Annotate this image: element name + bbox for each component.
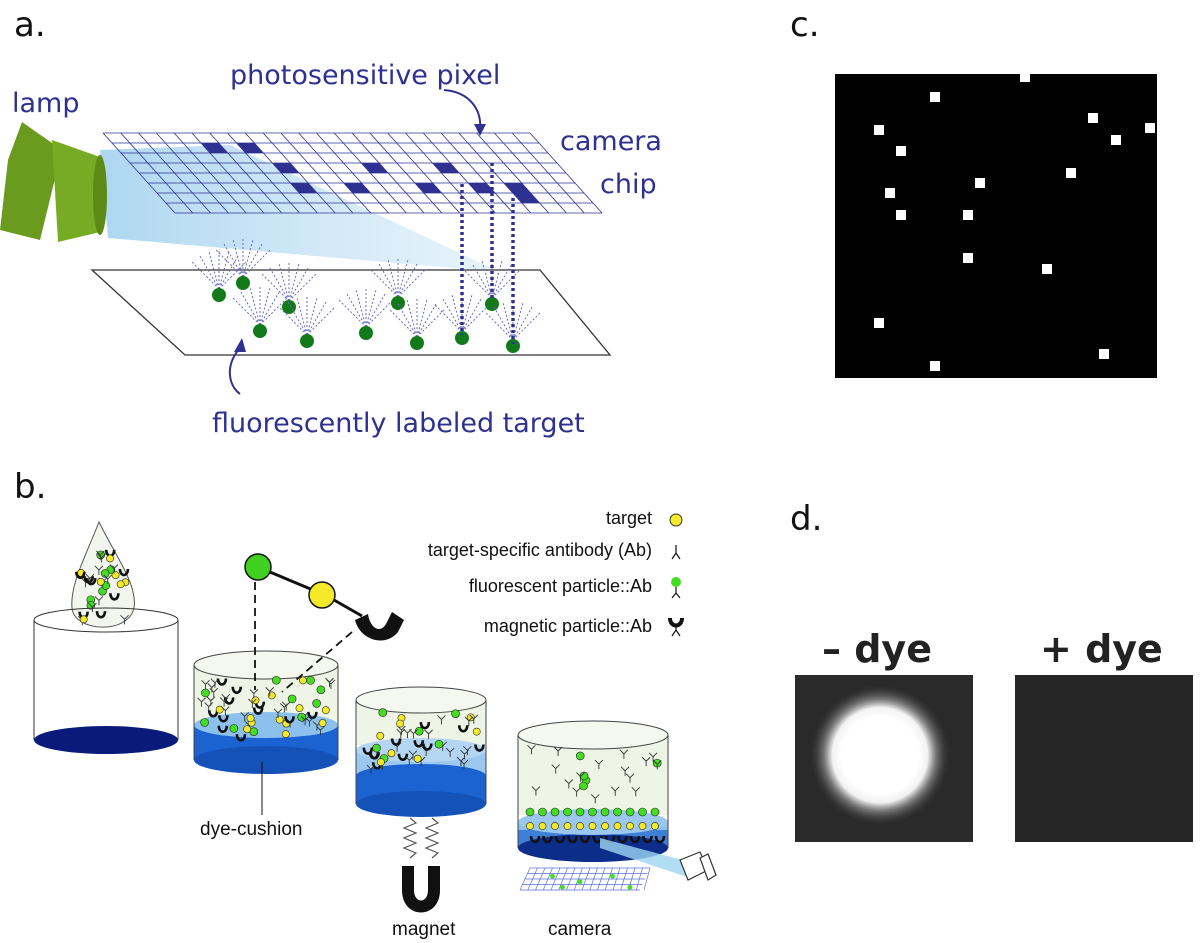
bright-pixel bbox=[963, 210, 973, 220]
bright-pixel bbox=[1088, 113, 1098, 123]
target-dot bbox=[300, 334, 314, 348]
lit-pixel bbox=[290, 183, 318, 193]
glow-spot bbox=[810, 685, 950, 825]
bright-pixels bbox=[874, 72, 1155, 371]
bright-pixel bbox=[975, 178, 985, 188]
bright-pixel bbox=[1111, 135, 1121, 145]
panel-d: d. – dye + dye bbox=[790, 499, 1193, 842]
bright-pixel bbox=[874, 125, 884, 135]
target-dot bbox=[455, 331, 469, 345]
lamp-label: lamp bbox=[12, 88, 80, 119]
lamp-icon bbox=[0, 122, 107, 242]
target-dot bbox=[359, 326, 373, 340]
bright-pixel bbox=[963, 253, 973, 263]
projection-lines bbox=[460, 163, 515, 344]
camera-icon bbox=[679, 851, 717, 881]
cylinder-dye-cushion bbox=[193, 650, 339, 774]
fluorescent-targets bbox=[191, 239, 541, 353]
panel-b-label: b. bbox=[14, 467, 46, 507]
panel-c-label: c. bbox=[790, 5, 820, 45]
panel-d-label: d. bbox=[790, 499, 822, 539]
camera-chip-label-2: chip bbox=[600, 169, 657, 200]
camera-chip-label-1: camera bbox=[560, 126, 662, 157]
bright-pixel bbox=[1145, 123, 1155, 133]
bright-pixel bbox=[896, 210, 906, 220]
bright-pixel bbox=[874, 318, 884, 328]
yellow-circle-icon bbox=[669, 513, 683, 527]
bright-pixel bbox=[930, 361, 940, 371]
panel-b: b. dye-cushion bbox=[14, 467, 717, 940]
pixel-label: photosensitive pixel bbox=[230, 60, 500, 91]
minus-dye-label: – dye bbox=[822, 627, 932, 671]
target-dot bbox=[506, 339, 520, 353]
camera-beam bbox=[600, 838, 690, 878]
pixel-arrowhead-icon bbox=[474, 124, 486, 136]
lit-pixel bbox=[512, 193, 540, 203]
camera-sensor-grid bbox=[519, 867, 651, 891]
green-particle-icon bbox=[671, 577, 681, 599]
bright-pixel bbox=[930, 92, 940, 102]
panel-a-label: a. bbox=[14, 5, 46, 45]
lit-pixel bbox=[200, 143, 228, 153]
lit-pixel bbox=[343, 183, 371, 193]
target-arrowhead-icon bbox=[234, 338, 246, 352]
target-arrow bbox=[228, 347, 241, 395]
dye-cushion-label: dye-cushion bbox=[200, 819, 302, 840]
target-dot bbox=[391, 296, 405, 310]
cylinder-camera bbox=[517, 720, 669, 862]
legend-label: magnetic particle::Ab bbox=[484, 616, 652, 636]
target-icon bbox=[308, 581, 336, 609]
lit-pixel bbox=[414, 183, 442, 193]
spring-icon bbox=[402, 817, 440, 859]
sample-droplet bbox=[71, 520, 135, 628]
lit-pixel bbox=[503, 183, 531, 193]
lit-pixel bbox=[468, 183, 496, 193]
panel-c: c. bbox=[790, 5, 1157, 378]
lit-pixel bbox=[236, 143, 264, 153]
cylinder-magnet bbox=[355, 686, 487, 817]
magnet-icon bbox=[402, 866, 440, 913]
target-label: fluorescently labeled target bbox=[212, 408, 585, 439]
bright-pixel bbox=[1099, 349, 1109, 359]
bright-pixel bbox=[1066, 168, 1076, 178]
target-dot bbox=[236, 276, 250, 290]
legend: target target-specific antibody (Ab) fluor… bbox=[428, 508, 684, 637]
magnet-label: magnet bbox=[392, 919, 456, 940]
camera-chip-grid bbox=[102, 132, 603, 214]
panel-a: a. lamp photosensitive pixel camera chip bbox=[0, 5, 662, 439]
antibody-icon bbox=[671, 545, 681, 560]
sample-plane bbox=[90, 269, 612, 356]
magnetic-particle-icon bbox=[355, 612, 404, 641]
camera-image bbox=[835, 74, 1157, 378]
target-dot bbox=[410, 336, 424, 350]
bright-pixel bbox=[1020, 72, 1030, 82]
lit-pixel bbox=[432, 163, 460, 173]
camera-label: camera bbox=[548, 919, 612, 940]
magnetic-particle-icon bbox=[668, 617, 684, 637]
legend-label: fluorescent particle::Ab bbox=[469, 576, 652, 596]
legend-label: target bbox=[606, 508, 652, 528]
plus-dye-image bbox=[1015, 675, 1193, 842]
bright-pixel bbox=[1042, 264, 1052, 274]
bright-pixel bbox=[885, 188, 895, 198]
empty-cylinder bbox=[33, 607, 179, 754]
lit-pixel bbox=[272, 163, 300, 173]
bright-pixel bbox=[896, 146, 906, 156]
light-beam bbox=[100, 145, 500, 272]
lit-pixel bbox=[361, 163, 389, 173]
target-dot bbox=[212, 288, 226, 302]
legend-label: target-specific antibody (Ab) bbox=[428, 540, 652, 560]
binding-complex bbox=[244, 553, 404, 693]
target-dot bbox=[253, 324, 267, 338]
fluorescent-particle-icon bbox=[244, 553, 272, 581]
plus-dye-label: + dye bbox=[1040, 627, 1163, 671]
target-dot bbox=[485, 297, 499, 311]
